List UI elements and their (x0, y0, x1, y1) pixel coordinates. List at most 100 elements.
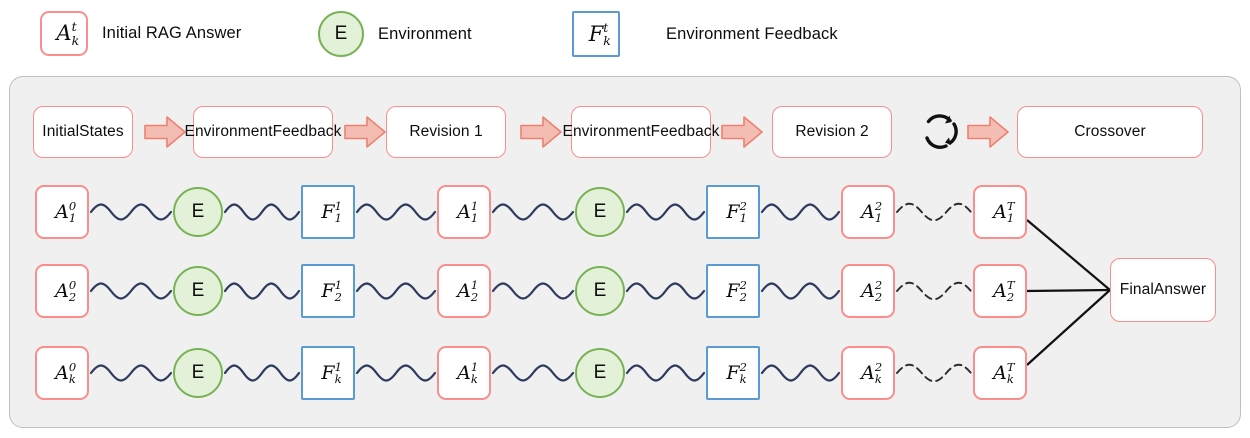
legend-label-environment: Environment (378, 24, 472, 43)
math-superscript: 2 (874, 277, 883, 292)
stage-revision-1[interactable]: Revision 1 (386, 106, 506, 158)
math-subscript: k (1006, 372, 1014, 386)
node-label-e: E (593, 201, 607, 222)
legend-label-environment-feedback: Environment Feedback (666, 24, 838, 43)
legend-label-initial-rag-answer: Initial RAG Answer (102, 24, 242, 42)
legend-item-environment: E Environment (318, 11, 472, 57)
node-e-r1-c1[interactable]: E (173, 187, 223, 237)
math-superscript: T (1006, 198, 1015, 213)
node-e-r2-c4[interactable]: E (575, 266, 625, 316)
node-label-e: E (191, 201, 205, 222)
math-subscript: 2 (1006, 290, 1015, 304)
math-base: A (457, 279, 471, 302)
node-e-rk-c4[interactable]: E (575, 348, 625, 398)
math-base: A (55, 279, 69, 302)
stage-revision-2[interactable]: Revision 2 (772, 106, 892, 158)
math-base: A (993, 200, 1007, 223)
math-base: A (861, 279, 875, 302)
math-base: A (993, 361, 1007, 384)
math-base: F (726, 279, 740, 302)
math-superscript: 0 (68, 277, 77, 292)
stage-label-line: Environment (184, 122, 273, 140)
stage-label-line: Final (1119, 280, 1154, 298)
stage-label-line: Answer (1153, 280, 1207, 298)
math-base: F (726, 361, 740, 384)
math-superscript: 2 (874, 198, 883, 213)
math-subscript: 1 (739, 211, 747, 225)
stage-crossover[interactable]: Crossover (1017, 106, 1203, 158)
math-subscript: 2 (739, 290, 747, 304)
math-base: A (457, 200, 471, 223)
stage-label-line: Environment (562, 122, 651, 140)
math-superscript: T (1006, 359, 1015, 374)
math-base: A (457, 361, 471, 384)
math-superscript: 1 (470, 359, 479, 374)
legend-symbol-e: E (334, 23, 348, 44)
math-subscript: k (874, 372, 882, 386)
node-e-r2-c1[interactable]: E (173, 266, 223, 316)
math-superscript: 1 (334, 359, 342, 374)
math-subscript: 1 (470, 211, 479, 225)
stage-label-line: Feedback (650, 122, 720, 140)
math-superscript: 1 (470, 198, 479, 213)
math-superscript: 2 (739, 277, 747, 292)
node-e-r1-c4[interactable]: E (575, 187, 625, 237)
math-subscript: 1 (1006, 211, 1015, 225)
math-base: A (861, 361, 875, 384)
node-label-e: E (191, 362, 205, 383)
math-base: A (55, 361, 69, 384)
math-superscript: 1 (334, 198, 342, 213)
math-superscript: 2 (739, 198, 747, 213)
math-subscript: 1 (334, 211, 342, 225)
math-subscript: 2 (874, 290, 883, 304)
math-superscript: T (1006, 277, 1015, 292)
stage-label-line: States (79, 122, 124, 140)
math-subscript: k (470, 372, 478, 386)
node-label-e: E (191, 280, 205, 301)
math-superscript: 1 (470, 277, 479, 292)
node-e-rk-c1[interactable]: E (173, 348, 223, 398)
math-superscript: 0 (68, 359, 77, 374)
node-label-e: E (593, 280, 607, 301)
math-base: F (321, 279, 335, 302)
